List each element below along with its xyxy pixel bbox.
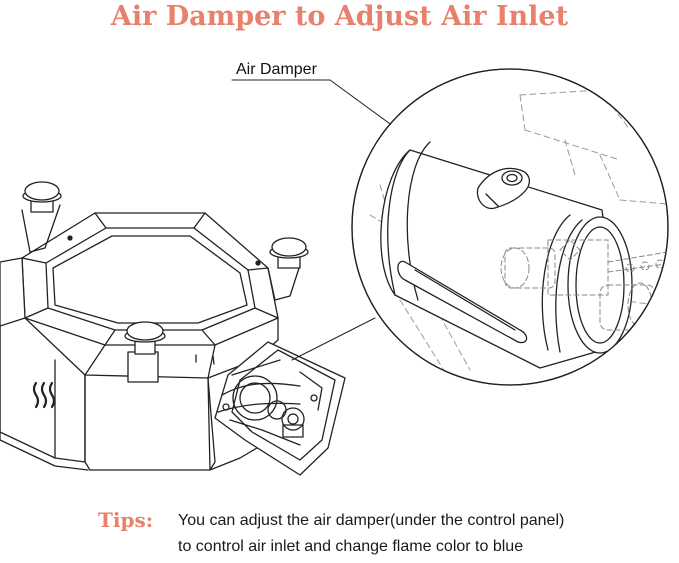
fire-pit-body [0,212,279,471]
magnified-view [351,68,669,386]
tips-text-line-2: to control air inlet and change flame co… [178,538,524,555]
tips-text-line-1: You can adjust the air damper(under the … [178,512,565,529]
fire-pit-diagram: Air Damper [0,61,669,476]
right-lid-knob [267,237,309,301]
control-panel [214,341,346,476]
air-damper-label: Air Damper [236,61,318,78]
heat-waves-icon [32,381,56,409]
front-lid-knob [124,321,166,383]
page-title: Air Damper to Adjust Air Inlet [110,1,569,32]
left-lid-knob [21,181,62,253]
tips-label: Tips: [98,508,154,532]
air-damper-part [476,167,531,210]
